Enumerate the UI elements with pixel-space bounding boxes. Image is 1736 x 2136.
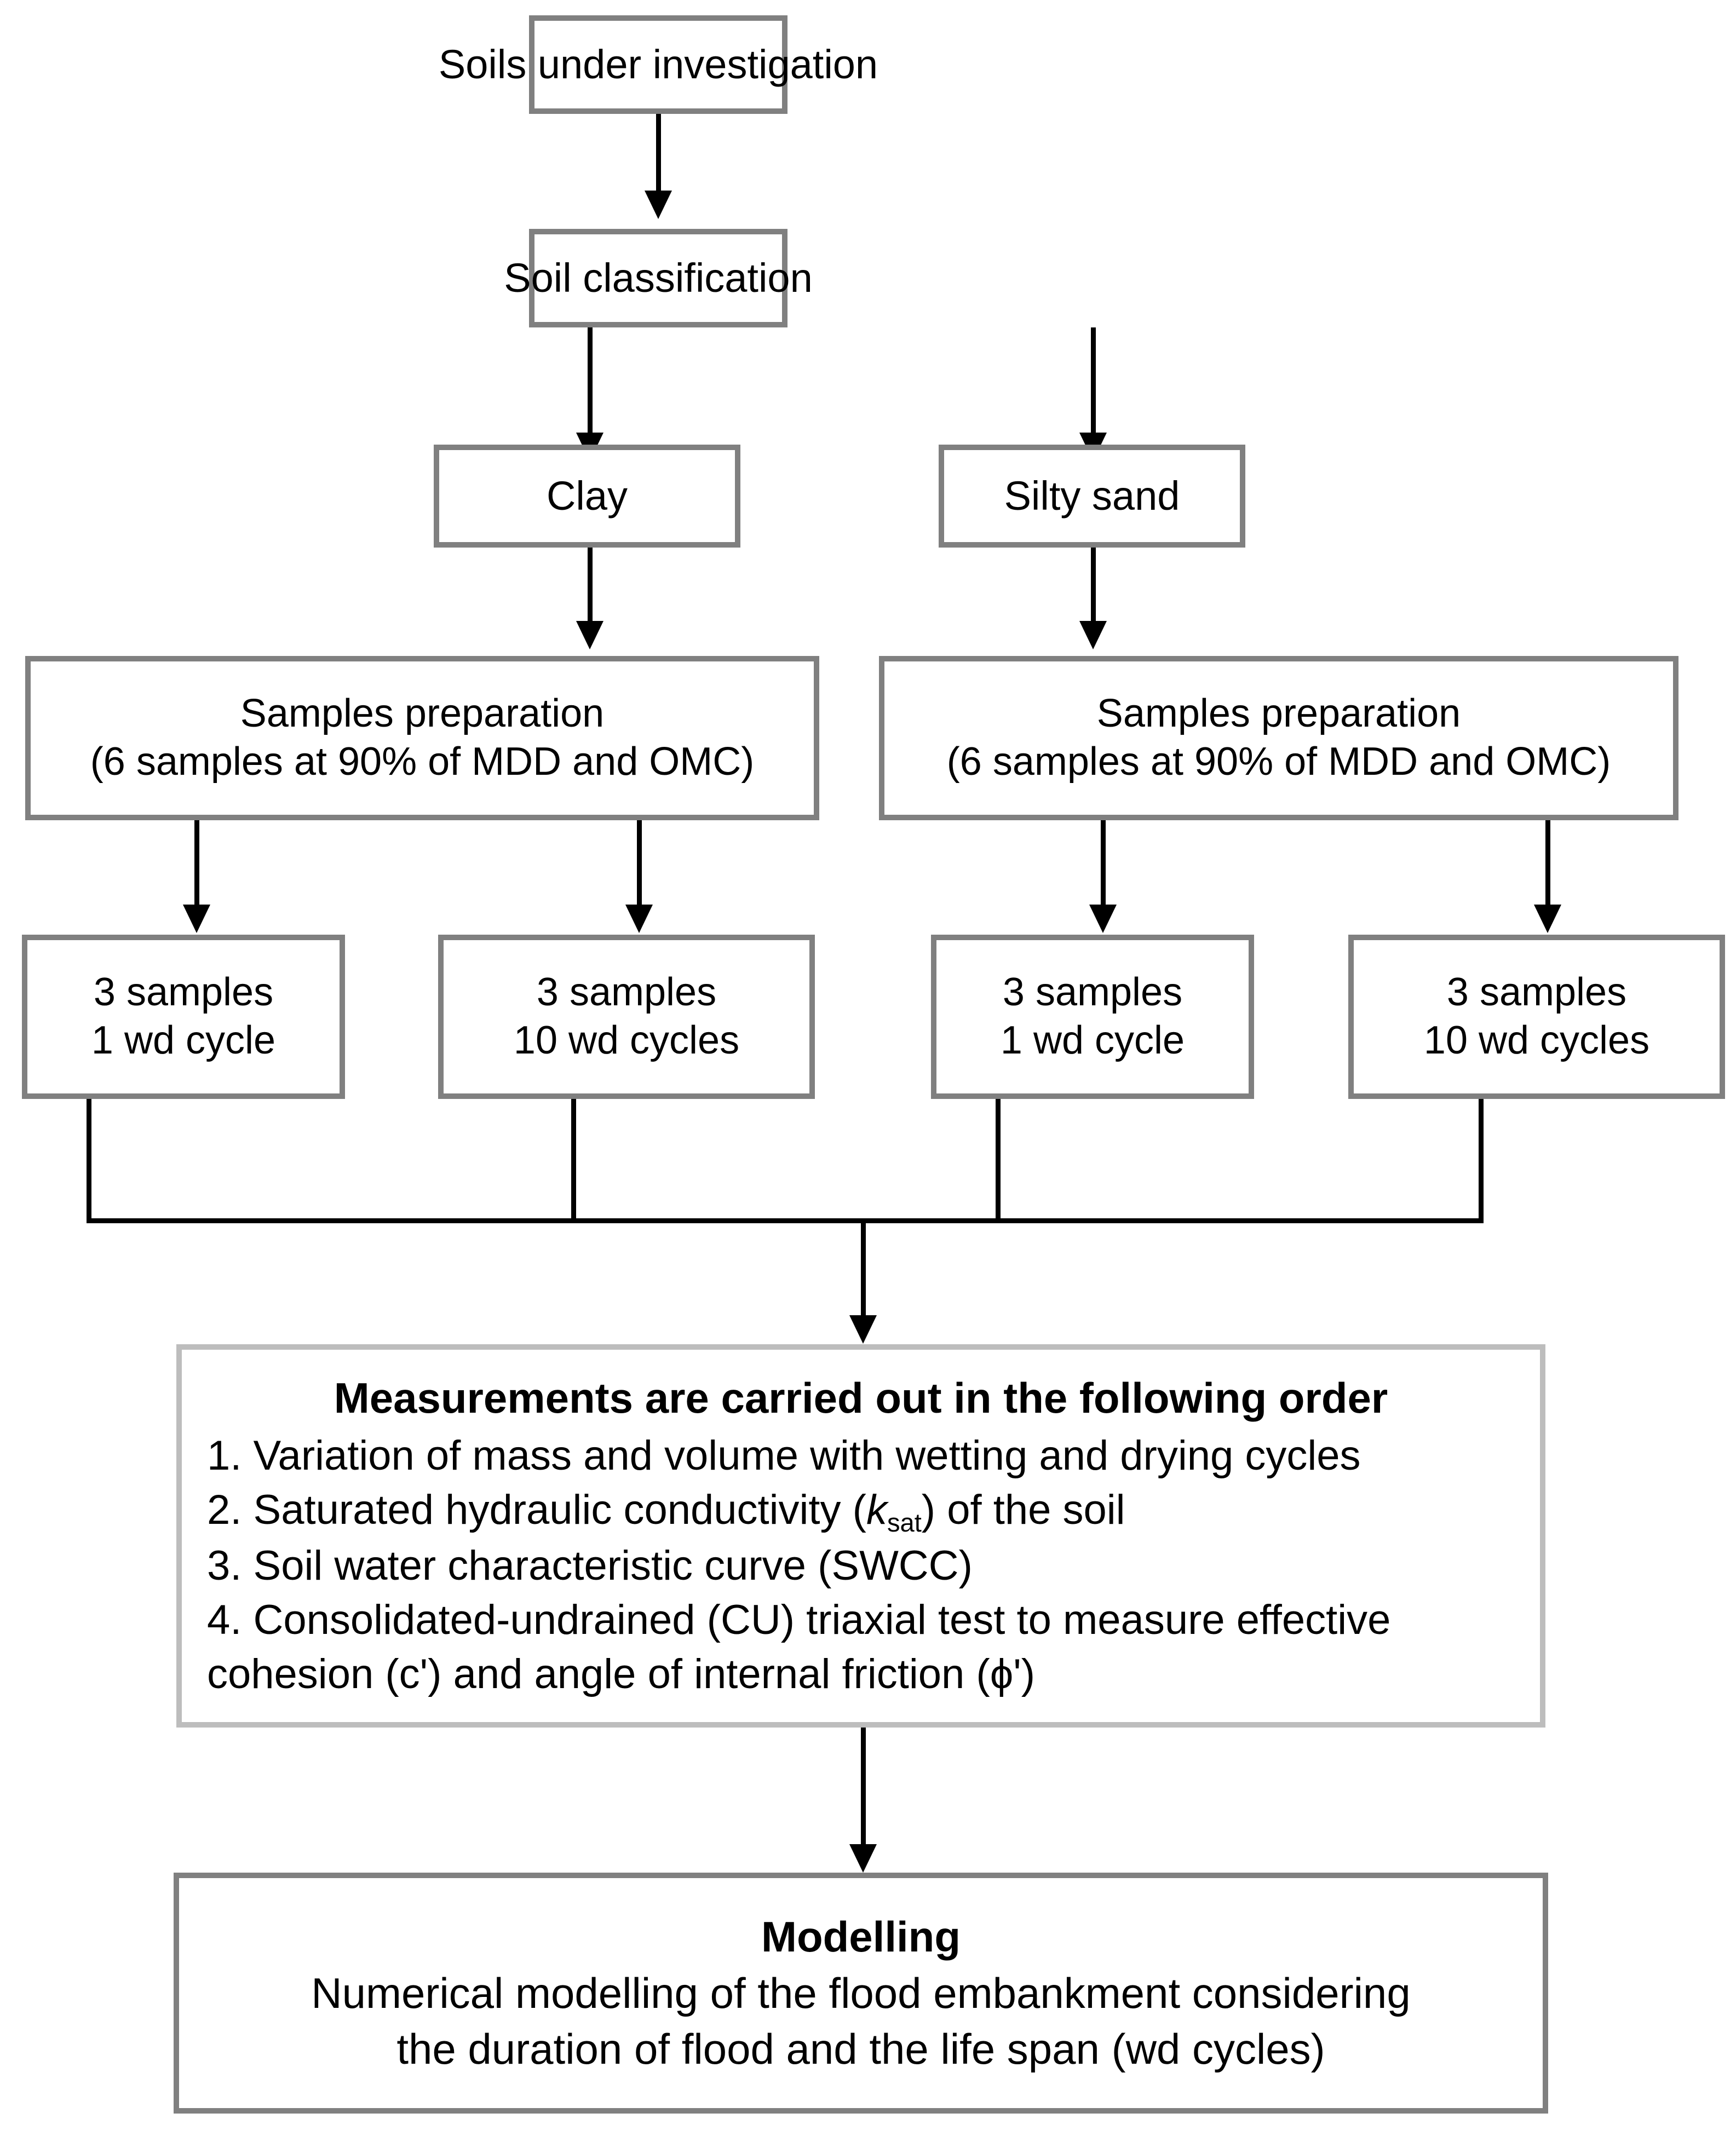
connector-bus-to-measurements [861, 1221, 866, 1320]
arrowhead-silty-sand-to-prep-right [1079, 621, 1107, 649]
node-silty-sand: Silty sand [939, 445, 1245, 548]
connector-prep-left-to-clay-10wd [637, 820, 642, 908]
node-clay-1wd-line1: 3 samples [93, 970, 274, 1015]
connector-clay-1wd-to-bus [87, 1099, 91, 1220]
connector-merge-bus [87, 1218, 1484, 1223]
measurements-item-2: 2. Saturated hydraulic conductivity (ksa… [207, 1483, 1515, 1539]
arrowhead-bus-to-measurements [849, 1315, 877, 1344]
measurements-item-4: 4. Consolidated-undrained (CU) triaxial … [207, 1596, 1391, 1697]
modelling-line-2: the duration of flood and the life span … [396, 2025, 1325, 2074]
connector-classification-to-clay [588, 327, 593, 437]
measurements-title: Measurements are carried out in the foll… [334, 1373, 1388, 1422]
node-sand-10wd-line2: 10 wd cycles [1423, 1018, 1650, 1062]
node-measurements: Measurements are carried out in the foll… [176, 1344, 1545, 1728]
connector-prep-left-to-clay-1wd [194, 820, 199, 908]
node-samples-preparation-clay: Samples preparation (6 samples at 90% of… [25, 656, 819, 820]
node-clay-1wd-cycle: 3 samples 1 wd cycle [22, 935, 345, 1099]
measurements-item-2-subscript: sat [887, 1507, 922, 1537]
connector-clay-to-prep-left [588, 548, 593, 624]
node-prep-left-line1: Samples preparation [240, 692, 605, 736]
connector-prep-right-to-sand-10wd [1545, 820, 1550, 908]
connector-sand-1wd-to-bus [996, 1099, 1001, 1220]
measurements-item-1: 1. Variation of mass and volume with wet… [207, 1432, 1361, 1479]
arrowhead-prep-right-to-sand-10wd [1534, 905, 1561, 933]
node-clay-1wd-line2: 1 wd cycle [91, 1018, 276, 1062]
node-sand-1wd-cycle: 3 samples 1 wd cycle [931, 935, 1254, 1099]
node-clay-label: Clay [546, 473, 628, 519]
node-samples-preparation-silty-sand: Samples preparation (6 samples at 90% of… [879, 656, 1678, 820]
connector-sand-10wd-to-bus [1479, 1099, 1484, 1220]
measurements-list: 1. Variation of mass and volume with wet… [182, 1429, 1540, 1702]
node-soils-label: Soils under investigation [438, 41, 878, 87]
arrowhead-prep-left-to-clay-10wd [625, 905, 653, 933]
measurements-item-2-symbol: k [866, 1486, 887, 1533]
arrowhead-soils-to-classification [645, 191, 672, 219]
node-silty-sand-label: Silty sand [1004, 473, 1180, 519]
modelling-line-1: Numerical modelling of the flood embankm… [311, 1968, 1411, 2017]
node-modelling: Modelling Numerical modelling of the flo… [174, 1873, 1548, 2114]
connector-prep-right-to-sand-1wd [1101, 820, 1106, 908]
node-clay: Clay [434, 445, 740, 548]
node-soil-classification-label: Soil classification [504, 255, 813, 301]
measurements-item-3: 3. Soil water characteristic curve (SWCC… [207, 1542, 973, 1590]
measurements-item-2-post: ) of the soil [921, 1486, 1125, 1533]
node-sand-1wd-line1: 3 samples [1002, 970, 1183, 1015]
arrowhead-clay-to-prep-left [576, 621, 603, 649]
connector-clay-10wd-to-bus [571, 1099, 576, 1220]
arrowhead-measurements-to-modelling [849, 1844, 877, 1873]
connector-classification-to-silty-sand [1091, 327, 1096, 437]
node-sand-10wd-line1: 3 samples [1446, 970, 1627, 1015]
arrowhead-prep-right-to-sand-1wd [1089, 905, 1117, 933]
node-clay-10wd-line2: 10 wd cycles [513, 1018, 740, 1062]
node-clay-10wd-cycles: 3 samples 10 wd cycles [438, 935, 815, 1099]
node-sand-10wd-cycles: 3 samples 10 wd cycles [1348, 935, 1725, 1099]
measurements-item-2-pre: 2. Saturated hydraulic conductivity ( [207, 1486, 866, 1533]
connector-measurements-to-modelling [861, 1728, 866, 1848]
node-prep-right-line1: Samples preparation [1096, 692, 1461, 736]
node-clay-10wd-line1: 3 samples [536, 970, 717, 1015]
node-prep-right-line2: (6 samples at 90% of MDD and OMC) [946, 740, 1611, 784]
connector-silty-sand-to-prep-right [1091, 548, 1096, 624]
connector-soils-to-classification [656, 114, 661, 196]
modelling-title: Modelling [761, 1912, 961, 1961]
node-sand-1wd-line2: 1 wd cycle [1000, 1018, 1185, 1062]
node-prep-left-line2: (6 samples at 90% of MDD and OMC) [90, 740, 755, 784]
arrowhead-prep-left-to-clay-1wd [183, 905, 210, 933]
node-soils-under-investigation: Soils under investigation [439, 15, 878, 114]
node-soil-classification: Soil classification [504, 229, 813, 327]
